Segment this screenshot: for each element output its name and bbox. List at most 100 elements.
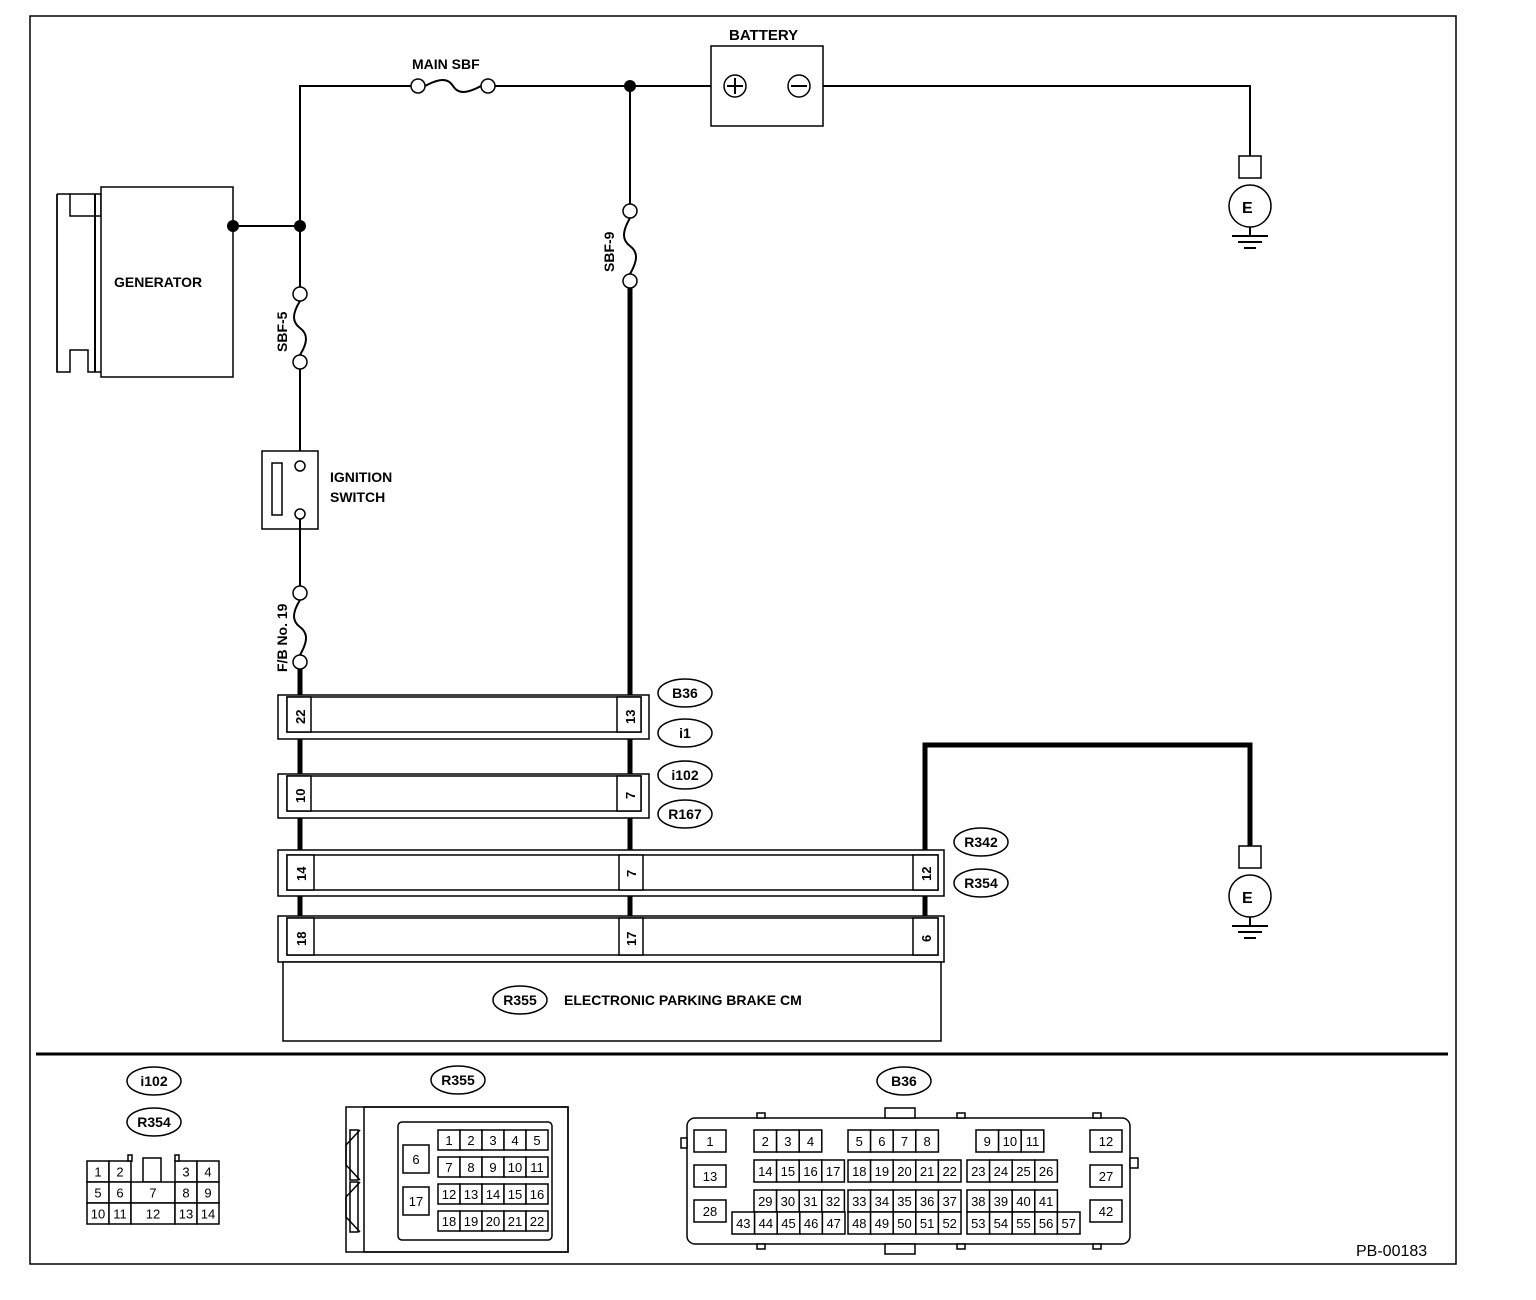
pin-cell — [798, 1129, 823, 1153]
tag-r355-view-label: R355 — [441, 1072, 475, 1088]
pin-label: 25 — [1016, 1164, 1030, 1179]
pin-13: 13 — [623, 710, 638, 724]
pin-label: 15 — [508, 1187, 522, 1202]
pin-18: 18 — [294, 932, 309, 946]
pin-label: 24 — [994, 1164, 1008, 1179]
pin-cell — [937, 1211, 962, 1235]
tag-i102-label: i102 — [671, 767, 698, 783]
pin-label: 45 — [781, 1216, 795, 1231]
pin-label: 16 — [530, 1187, 544, 1202]
pin-label: 18 — [442, 1214, 456, 1229]
ground-label-bottom: E — [1242, 890, 1253, 907]
pin-label: 46 — [804, 1216, 818, 1231]
pin-label: 14 — [758, 1164, 772, 1179]
pin-label: 31 — [803, 1194, 817, 1209]
connector-row-b36-i1 — [277, 694, 650, 740]
generator-label: GENERATOR — [114, 274, 202, 290]
pin-cell — [821, 1211, 846, 1235]
pin-cell — [915, 1129, 940, 1153]
pin-label: 4 — [807, 1134, 814, 1149]
diagram-frame — [29, 15, 1457, 1265]
pin-label: 7 — [149, 1186, 156, 1201]
pin-label: 34 — [875, 1194, 889, 1209]
tag-b36-view — [876, 1066, 932, 1096]
tag-r354-view — [126, 1107, 182, 1137]
junction-generator — [227, 220, 239, 232]
pin-7-row3: 7 — [624, 870, 639, 877]
generator — [56, 186, 234, 378]
tag-i102-view-label: i102 — [140, 1073, 167, 1089]
pin-cell — [1020, 1129, 1045, 1153]
pin-label: 27 — [1099, 1169, 1113, 1184]
pin-label: 20 — [486, 1214, 500, 1229]
pin-label: 22 — [530, 1214, 544, 1229]
pin-label: 10 — [91, 1207, 105, 1222]
battery — [710, 45, 824, 127]
pin-label: 6 — [878, 1134, 885, 1149]
pin-label: 23 — [971, 1164, 985, 1179]
ground-symbol-bottom — [1228, 845, 1272, 939]
pin-label: 22 — [942, 1164, 956, 1179]
tag-r355-cm — [492, 985, 548, 1015]
pin-label: 19 — [875, 1164, 889, 1179]
wire-r342-to-ground — [922, 742, 1253, 855]
pin-label: 33 — [852, 1194, 866, 1209]
ground-symbol-top — [1228, 155, 1272, 249]
pin-7-row2: 7 — [623, 792, 638, 799]
pin-label: 55 — [1016, 1216, 1030, 1231]
pin-cell — [1089, 1164, 1123, 1188]
pin-label: 2 — [467, 1133, 474, 1148]
pin-label: 35 — [897, 1194, 911, 1209]
pin-6: 6 — [919, 935, 934, 942]
pin-label: 14 — [486, 1187, 500, 1202]
pin-label: 19 — [464, 1214, 478, 1229]
pin-17: 17 — [624, 932, 639, 946]
pin-cell — [402, 1186, 430, 1216]
pin-12: 12 — [919, 867, 934, 881]
minus-icon — [787, 74, 811, 98]
wire-generator-to-main-sbf — [299, 85, 418, 226]
pin-label: 13 — [703, 1169, 717, 1184]
battery-label: BATTERY — [729, 27, 798, 44]
pin-14: 14 — [294, 866, 309, 881]
pin-label: 29 — [758, 1194, 772, 1209]
pin-22: 22 — [293, 710, 308, 724]
pin-10: 10 — [293, 789, 308, 803]
pin-label: 5 — [94, 1186, 101, 1201]
pin-label: 8 — [467, 1160, 474, 1175]
pin-label: 2 — [762, 1134, 769, 1149]
tag-r354-view-label: R354 — [137, 1114, 171, 1130]
pin-label: 10 — [1003, 1134, 1017, 1149]
pin-label: 36 — [920, 1194, 934, 1209]
sbf9-label: SBF-9 — [601, 231, 617, 272]
pin-label: 21 — [920, 1164, 934, 1179]
pin-cell — [693, 1129, 727, 1153]
pin-label: 7 — [901, 1134, 908, 1149]
tag-i1-label: i1 — [679, 725, 691, 741]
pin-label: 4 — [204, 1165, 211, 1180]
fb19-label: F/B No. 19 — [274, 603, 290, 672]
pin-label: 6 — [412, 1152, 419, 1167]
pin-label: 6 — [116, 1186, 123, 1201]
pin-label: 41 — [1039, 1194, 1053, 1209]
pin-label: 8 — [923, 1134, 930, 1149]
pin-cell — [1089, 1199, 1123, 1223]
sbf5-label: SBF-5 — [274, 311, 290, 352]
connector-row-i102-r167 — [277, 773, 650, 819]
pin-label: 12 — [146, 1207, 160, 1222]
tag-i102 — [657, 760, 713, 790]
ground-label-top: E — [1242, 200, 1253, 217]
tag-b36-label: B36 — [672, 685, 698, 701]
pin-label: 39 — [994, 1194, 1008, 1209]
pin-cell — [1056, 1211, 1081, 1235]
pin-cell — [525, 1129, 549, 1151]
pin-label: 56 — [1039, 1216, 1053, 1231]
pin-label: 48 — [852, 1216, 866, 1231]
pin-label: 49 — [875, 1216, 889, 1231]
pin-label: 15 — [781, 1164, 795, 1179]
tag-r342 — [953, 827, 1009, 857]
pin-label: 7 — [445, 1160, 452, 1175]
